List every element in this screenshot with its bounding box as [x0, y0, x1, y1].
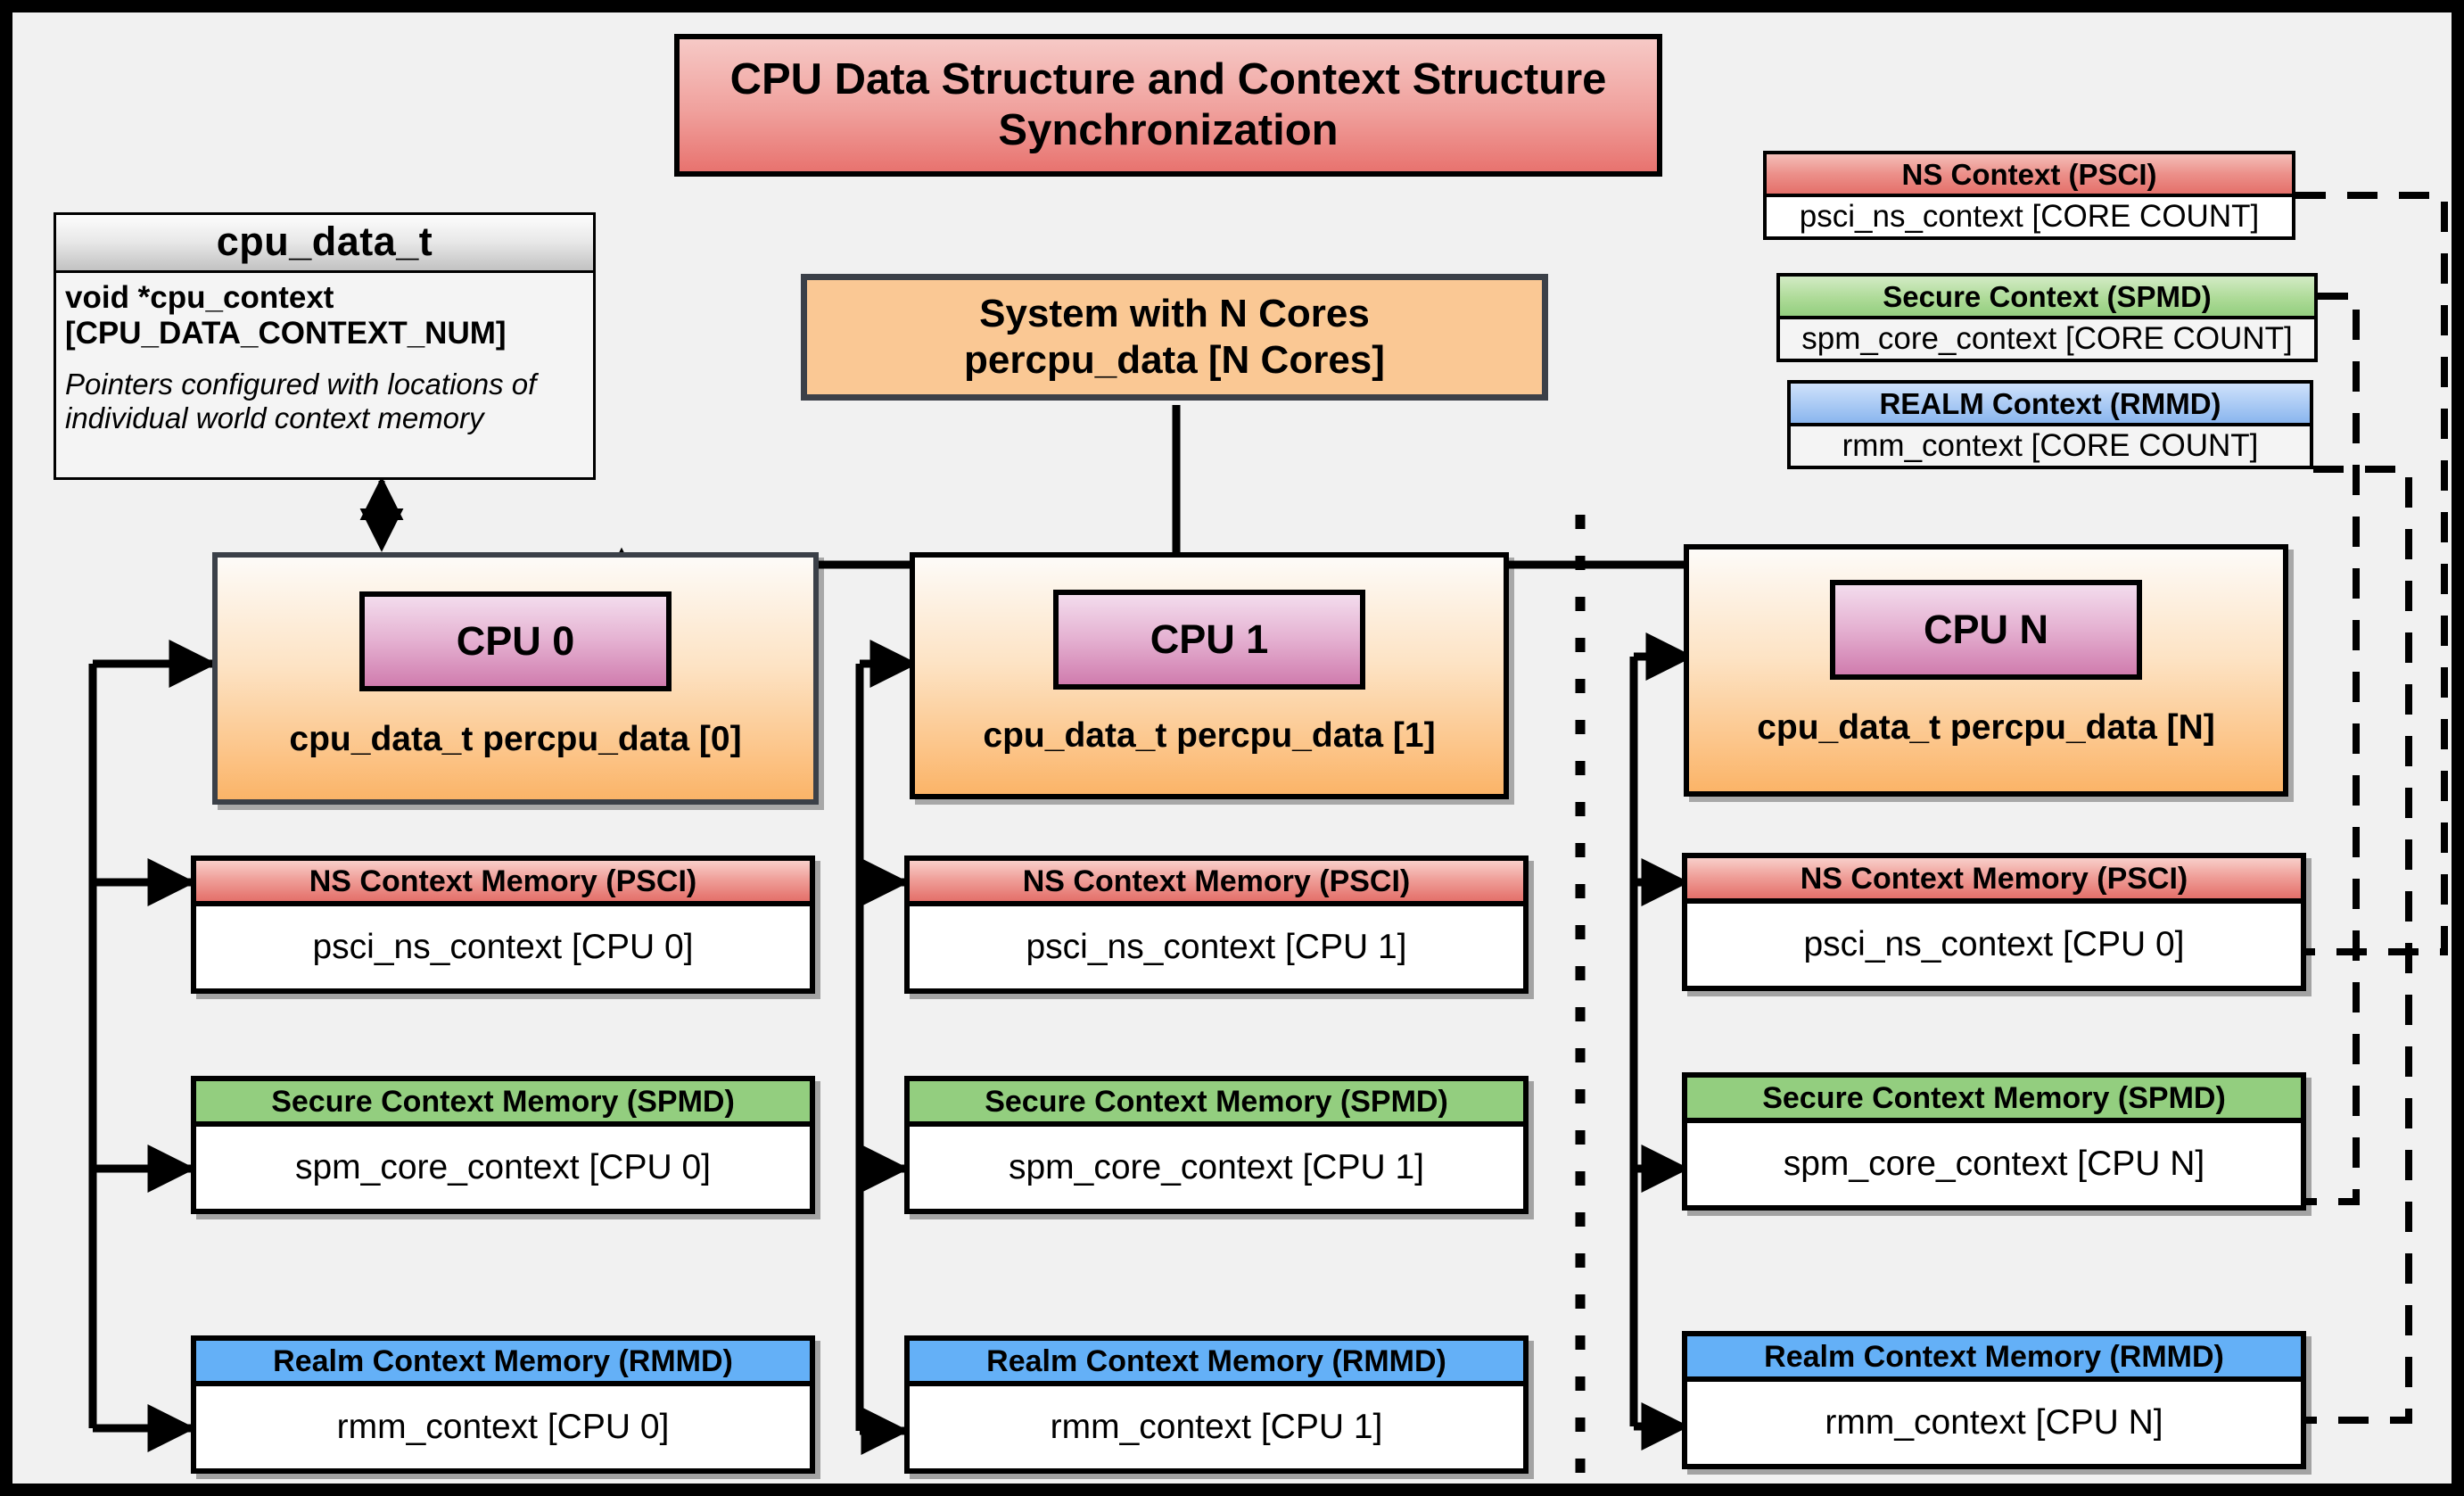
cpu0-secure-context-card: Secure Context Memory (SPMD) spm_core_co…: [191, 1076, 815, 1214]
cpun-ns-context-header: NS Context Memory (PSCI): [1687, 858, 2301, 904]
ns-context-definition-body: psci_ns_context [CORE COUNT]: [1767, 197, 2292, 236]
cpun-realm-context-header: Realm Context Memory (RMMD): [1687, 1336, 2301, 1382]
secure-context-definition-header: Secure Context (SPMD): [1780, 277, 2314, 319]
cpu0-realm-context-body: rmm_context [CPU 0]: [336, 1408, 670, 1446]
cpu1-secure-context-body: spm_core_context [CPU 1]: [1008, 1148, 1425, 1186]
cpu1-ns-context-body: psci_ns_context [CPU 1]: [1026, 928, 1407, 966]
cpu0-ns-context-body: psci_ns_context [CPU 0]: [312, 928, 694, 966]
system-overview-box: System with N Cores percpu_data [N Cores…: [801, 274, 1548, 401]
cpu-block-n: CPU N cpu_data_t percpu_data [N]: [1684, 544, 2288, 797]
cpu0-realm-context-card: Realm Context Memory (RMMD) rmm_context …: [191, 1335, 815, 1474]
cpu1-ns-context-card: NS Context Memory (PSCI) psci_ns_context…: [904, 855, 1529, 994]
ns-context-definition-card: NS Context (PSCI) psci_ns_context [CORE …: [1763, 151, 2295, 240]
realm-context-definition-card: REALM Context (RMMD) rmm_context [CORE C…: [1787, 380, 2313, 469]
cpun-secure-context-card: Secure Context Memory (SPMD) spm_core_co…: [1682, 1072, 2306, 1211]
cpu-data-t-struct: cpu_data_t void *cpu_context [CPU_DATA_C…: [54, 212, 596, 480]
cpu0-bus: [88, 659, 164, 1433]
cpu1-bus: [855, 659, 904, 1435]
cpu0-secure-context-header: Secure Context Memory (SPMD): [196, 1081, 810, 1127]
secure-context-definition-card: Secure Context (SPMD) spm_core_context […: [1776, 273, 2318, 362]
cpu0-branch-arrows: [137, 640, 218, 1452]
cpuN-bus: [1629, 652, 1680, 1431]
cpu-chip-1: CPU 1: [1053, 590, 1365, 690]
system-line-2: percpu_data [N Cores]: [964, 338, 1385, 382]
cpu-block-0: CPU 0 cpu_data_t percpu_data [0]: [212, 552, 819, 805]
system-line-1: System with N Cores: [979, 292, 1370, 336]
cpu1-secure-context-card: Secure Context Memory (SPMD) spm_core_co…: [904, 1076, 1529, 1214]
cpu0-realm-context-header: Realm Context Memory (RMMD): [196, 1341, 810, 1386]
cpu1-realm-context-body: rmm_context [CPU 1]: [1050, 1408, 1383, 1446]
cpu-block-1: CPU 1 cpu_data_t percpu_data [1]: [910, 552, 1509, 799]
cpu1-secure-context-header: Secure Context Memory (SPMD): [910, 1081, 1523, 1127]
cpu-data-t-header: cpu_data_t: [56, 215, 593, 273]
ns-context-definition-header: NS Context (PSCI): [1767, 154, 2292, 197]
cpun-realm-context-body: rmm_context [CPU N]: [1825, 1403, 2163, 1442]
cpun-secure-context-body: spm_core_context [CPU N]: [1783, 1145, 2205, 1183]
cpu0-ns-context-card: NS Context Memory (PSCI) psci_ns_context…: [191, 855, 815, 994]
cpu0-ns-context-header: NS Context Memory (PSCI): [196, 861, 810, 906]
cpu-percpu-label-0: cpu_data_t percpu_data [0]: [289, 720, 742, 758]
cpu-chip-n: CPU N: [1830, 580, 2142, 680]
cpu-percpu-label-n: cpu_data_t percpu_data [N]: [1757, 708, 2215, 747]
cpu-context-field: void *cpu_context [CPU_DATA_CONTEXT_NUM]: [65, 280, 507, 351]
page-title: CPU Data Structure and Context Structure…: [674, 34, 1662, 177]
secure-context-definition-body: spm_core_context [CORE COUNT]: [1801, 321, 2293, 356]
cpun-ns-context-body: psci_ns_context [CPU 0]: [1803, 925, 2185, 963]
realm-context-definition-body: rmm_context [CORE COUNT]: [1842, 428, 2259, 463]
cpu0-secure-context-body: spm_core_context [CPU 0]: [294, 1148, 712, 1186]
cpu1-realm-context-card: Realm Context Memory (RMMD) rmm_context …: [904, 1335, 1529, 1474]
cpu1-realm-context-header: Realm Context Memory (RMMD): [910, 1341, 1523, 1386]
cpu-percpu-label-1: cpu_data_t percpu_data [1]: [983, 716, 1436, 755]
cpu1-ns-context-header: NS Context Memory (PSCI): [910, 861, 1523, 906]
cpun-ns-context-card: NS Context Memory (PSCI) psci_ns_context…: [1682, 853, 2306, 991]
cpu-data-t-body: void *cpu_context [CPU_DATA_CONTEXT_NUM]…: [56, 273, 593, 477]
cpun-realm-context-card: Realm Context Memory (RMMD) rmm_context …: [1682, 1331, 2306, 1469]
cpu-chip-0: CPU 0: [359, 591, 672, 691]
realm-context-definition-header: REALM Context (RMMD): [1791, 384, 2310, 426]
system-tree-connector: [617, 405, 1735, 569]
cpu-data-t-note: Pointers configured with locations of in…: [65, 367, 537, 435]
cpun-secure-context-header: Secure Context Memory (SPMD): [1687, 1078, 2301, 1123]
